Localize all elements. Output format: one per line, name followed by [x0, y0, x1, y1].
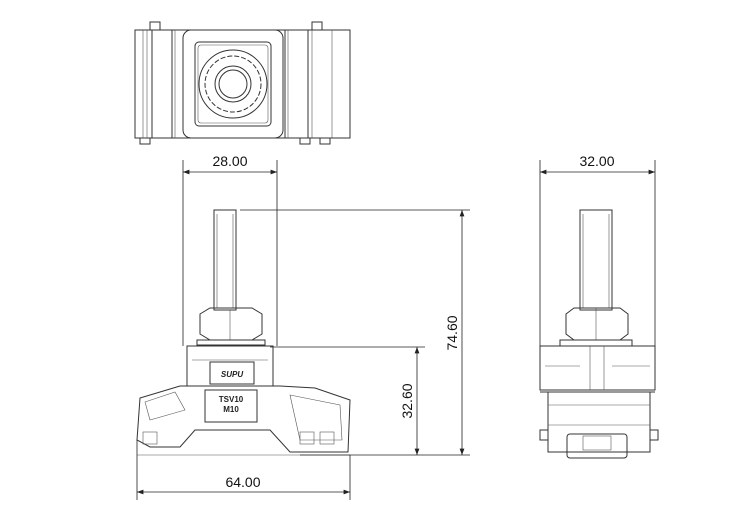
- dim-width-side: 32.00: [579, 153, 614, 169]
- side-view: [539, 209, 659, 459]
- thread-label: M10: [223, 405, 239, 414]
- front-view: SUPU TSV10 M10: [136, 209, 351, 456]
- top-view: [134, 21, 351, 145]
- brand-label: SUPU: [221, 370, 243, 379]
- dim-body-height: 32.60: [399, 383, 415, 418]
- dimension-lines: [136, 160, 656, 500]
- dim-base-width: 64.00: [225, 474, 260, 490]
- model-label: TSV10: [219, 395, 244, 404]
- dim-width-front: 28.00: [212, 153, 247, 169]
- dim-total-height: 74.60: [444, 315, 460, 350]
